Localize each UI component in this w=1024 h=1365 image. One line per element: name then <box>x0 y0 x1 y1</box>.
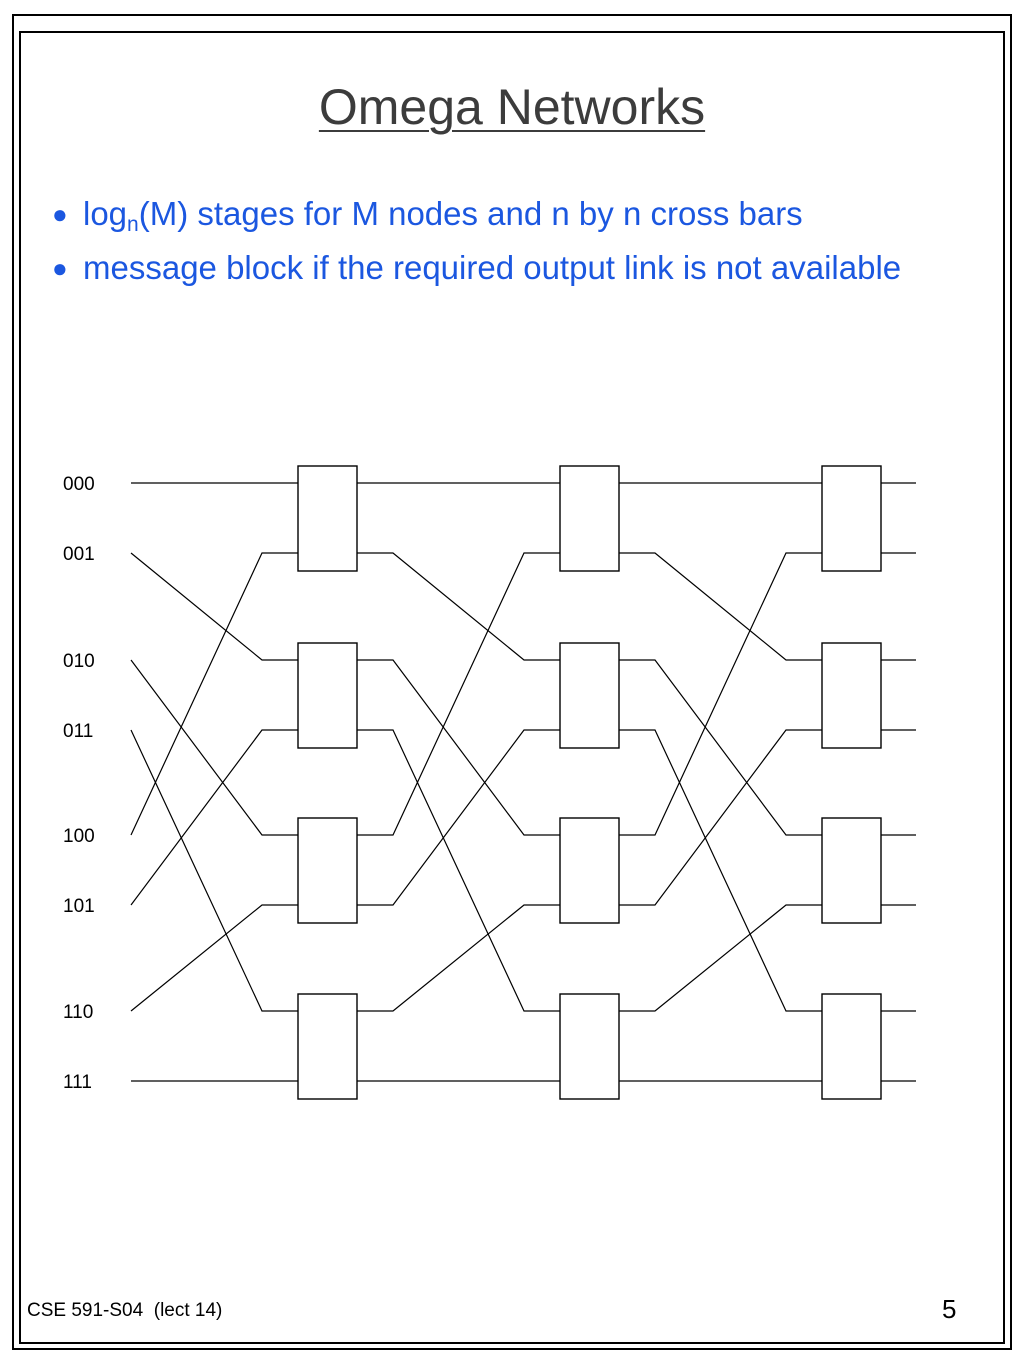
shuffle-link <box>619 659 822 836</box>
shuffle-link <box>619 552 822 836</box>
shuffle-link <box>619 552 822 661</box>
node-label: 011 <box>63 721 93 742</box>
shuffle-link <box>357 729 560 1012</box>
shuffle-link <box>357 552 560 836</box>
shuffle-link <box>357 904 560 1012</box>
node-label: 111 <box>63 1072 92 1093</box>
bullet-item: ● message block if the required output l… <box>52 246 952 290</box>
node-label: 010 <box>63 651 95 672</box>
switch-box <box>297 817 358 924</box>
shuffle-link <box>130 659 298 836</box>
node-label: 110 <box>63 1002 93 1023</box>
shuffle-link <box>130 729 298 906</box>
shuffle-link <box>357 552 560 661</box>
shuffle-link <box>357 659 560 836</box>
bullet-item: ● logn(M) stages for M nodes and n by n … <box>52 192 952 236</box>
shuffle-link <box>130 904 298 1012</box>
slide-title: Omega Networks <box>318 79 706 135</box>
inner-frame <box>19 31 1005 1344</box>
switch-box <box>297 465 358 572</box>
page-number: 5 <box>942 1294 957 1324</box>
bullet-list: ● logn(M) stages for M nodes and n by n … <box>52 192 952 300</box>
node-label: 101 <box>63 896 95 917</box>
switch-box <box>559 465 620 572</box>
switch-box <box>297 993 358 1100</box>
shuffle-link <box>130 552 298 661</box>
bullet-dot-icon: ● <box>52 199 68 229</box>
switch-box <box>821 817 882 924</box>
switch-box <box>559 817 620 924</box>
footer-course: CSE 591-S04 (lect 14) <box>27 1300 223 1321</box>
node-label: 100 <box>63 826 95 847</box>
node-label: 000 <box>63 474 95 495</box>
switch-box <box>821 993 882 1100</box>
switch-box <box>559 642 620 749</box>
shuffle-link <box>619 904 822 1012</box>
outer-frame <box>12 14 1012 1350</box>
shuffle-link <box>130 552 298 836</box>
switch-box <box>821 642 882 749</box>
switch-box <box>821 465 882 572</box>
shuffle-link <box>619 729 822 906</box>
shuffle-link <box>130 729 298 1012</box>
shuffle-link <box>619 729 822 1012</box>
switch-box <box>559 993 620 1100</box>
bullet-dot-icon: ● <box>52 253 68 283</box>
node-label: 001 <box>63 544 95 565</box>
switch-box <box>297 642 358 749</box>
shuffle-link <box>357 729 560 906</box>
